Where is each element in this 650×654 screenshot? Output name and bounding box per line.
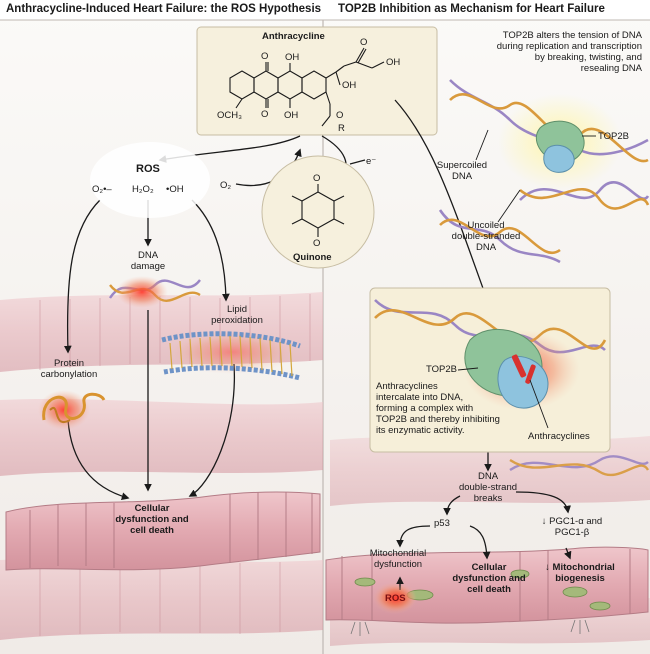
dna-breaks-line-1: DNA xyxy=(477,471,499,482)
mito-dysfunction-line-2: dysfunction xyxy=(373,559,423,570)
anthracycline-structure xyxy=(229,47,385,127)
anthracycline-methoxy: OCH₃ xyxy=(217,110,242,121)
lipid-bilayer xyxy=(161,330,301,381)
mito-biogenesis-label: ↓ Mitochondrial biogenesis xyxy=(530,562,630,584)
o2-label: O₂ xyxy=(220,180,232,191)
anthracycline-label: Anthracycline xyxy=(262,31,325,42)
supercoiled-line-1: Supercoiled xyxy=(436,160,488,171)
inset-desc-line-3: forming a complex with xyxy=(376,403,474,414)
right-panel-title: TOP2B Inhibition as Mechanism for Heart … xyxy=(338,3,605,15)
left-outcome-line-1: Cellular xyxy=(134,503,170,514)
uncoiled-line-1: Uncoiled xyxy=(467,220,505,231)
mito-biogenesis-line-2: biogenesis xyxy=(555,573,605,584)
ros-hydroxyl: •OH xyxy=(166,184,184,195)
top2b-enzyme xyxy=(535,120,585,173)
uncoiled-line-3: DNA xyxy=(475,242,497,253)
anthracycline-oh-bottom: OH xyxy=(284,110,299,121)
ros-peroxide: H₂O₂ xyxy=(132,184,154,195)
pgc-line-2: PGC1-β xyxy=(554,527,590,538)
anthracycline-ketone-top: O xyxy=(261,51,269,62)
mito-dysfunction-line-1: Mitochondrial xyxy=(369,548,427,559)
inset-desc-line-1: Anthracyclines xyxy=(376,381,438,392)
anthracycline-oh-side: OH xyxy=(386,57,401,68)
right-cell-death-line-3: cell death xyxy=(467,584,511,595)
top2b-complex xyxy=(464,328,549,409)
left-panel-title: Anthracycline-Induced Heart Failure: the… xyxy=(6,3,322,15)
protein-line-2: carbonylation xyxy=(40,369,98,380)
right-cell-death-line-1: Cellular xyxy=(471,562,507,573)
supercoiled-label: Supercoiled DNA xyxy=(432,160,492,182)
top2b-label: TOP2B xyxy=(598,131,629,142)
dna-breaks-line-2: double-strand xyxy=(458,482,518,493)
mito-dysfunction-label: Mitochondrial dysfunction xyxy=(360,548,436,570)
right-ros-label: ROS xyxy=(385,593,406,604)
anthracycline-ketone-bottom: O xyxy=(261,109,269,120)
top2b-desc-line-2: during replication and transcription xyxy=(496,41,642,52)
dna-damage-line-1: DNA xyxy=(137,250,159,261)
right-cell-death-line-2: dysfunction and xyxy=(452,573,526,584)
pgc-line-1: ↓ PGC1-α and xyxy=(541,516,603,527)
protein-line-1: Protein xyxy=(53,358,85,369)
left-outcome-label: Cellular dysfunction and cell death xyxy=(106,503,198,536)
ros-label: ROS xyxy=(136,163,160,175)
left-outcome-line-3: cell death xyxy=(130,525,174,536)
supercoiled-line-2: DNA xyxy=(451,171,473,182)
top2b-desc-line-1: TOP2B alters the tension of DNA xyxy=(502,30,642,41)
dna-breaks-label: DNA double-strand breaks xyxy=(456,471,520,504)
inset-top2b-label: TOP2B xyxy=(426,364,457,375)
anthracycline-ketone-side: O xyxy=(360,37,368,48)
uncoiled-label: Uncoiled double-stranded DNA xyxy=(446,220,526,253)
inset-desc-line-5: its enzymatic activity. xyxy=(376,425,465,436)
lipid-peroxidation-label: Lipid peroxidation xyxy=(205,304,269,326)
anthracycline-ether-o: O xyxy=(336,110,344,121)
quinone-oxygen-bottom: O xyxy=(313,238,321,249)
lipid-line-1: Lipid xyxy=(226,304,248,315)
anthracycline-oh-top: OH xyxy=(285,52,300,63)
inset-desc-line-4: TOP2B and thereby inhibiting xyxy=(376,414,500,425)
anthracycline-r-group: R xyxy=(338,123,345,134)
dna-damage-line-2: damage xyxy=(130,261,166,272)
quinone-oxygen-top: O xyxy=(313,173,321,184)
right-cell-death-label: Cellular dysfunction and cell death xyxy=(446,562,532,595)
inset-anthracyclines-label: Anthracyclines xyxy=(528,431,590,442)
dna-damage-label: DNA damage xyxy=(128,250,168,272)
quinone-structure xyxy=(291,184,345,237)
p53-label: p53 xyxy=(434,518,450,529)
protein-carbonylation-label: Protein carbonylation xyxy=(34,358,104,380)
dna-breaks-line-3: breaks xyxy=(473,493,503,504)
uncoiled-line-2: double-stranded xyxy=(451,231,521,242)
left-muscle-cell xyxy=(5,491,321,571)
pgc-label: ↓ PGC1-α and PGC1-β xyxy=(534,516,610,538)
top2b-desc-line-3: by breaking, twisting, and xyxy=(534,52,642,63)
inset-desc-line-2: intercalate into DNA, xyxy=(376,392,464,403)
mito-biogenesis-line-1: ↓ Mitochondrial xyxy=(545,562,615,573)
inset-description: Anthracyclines intercalate into DNA, for… xyxy=(376,381,526,436)
top2b-description: TOP2B alters the tension of DNA during r… xyxy=(458,30,642,74)
quinone-label: Quinone xyxy=(293,252,332,263)
anthracycline-oh-ring: OH xyxy=(342,80,357,91)
ros-superoxide: O₂•– xyxy=(92,184,112,195)
left-outcome-line-2: dysfunction and xyxy=(115,514,189,525)
lipid-line-2: peroxidation xyxy=(211,315,263,326)
electron-label: e⁻ xyxy=(366,156,377,167)
top2b-desc-line-4: resealing DNA xyxy=(580,63,642,74)
